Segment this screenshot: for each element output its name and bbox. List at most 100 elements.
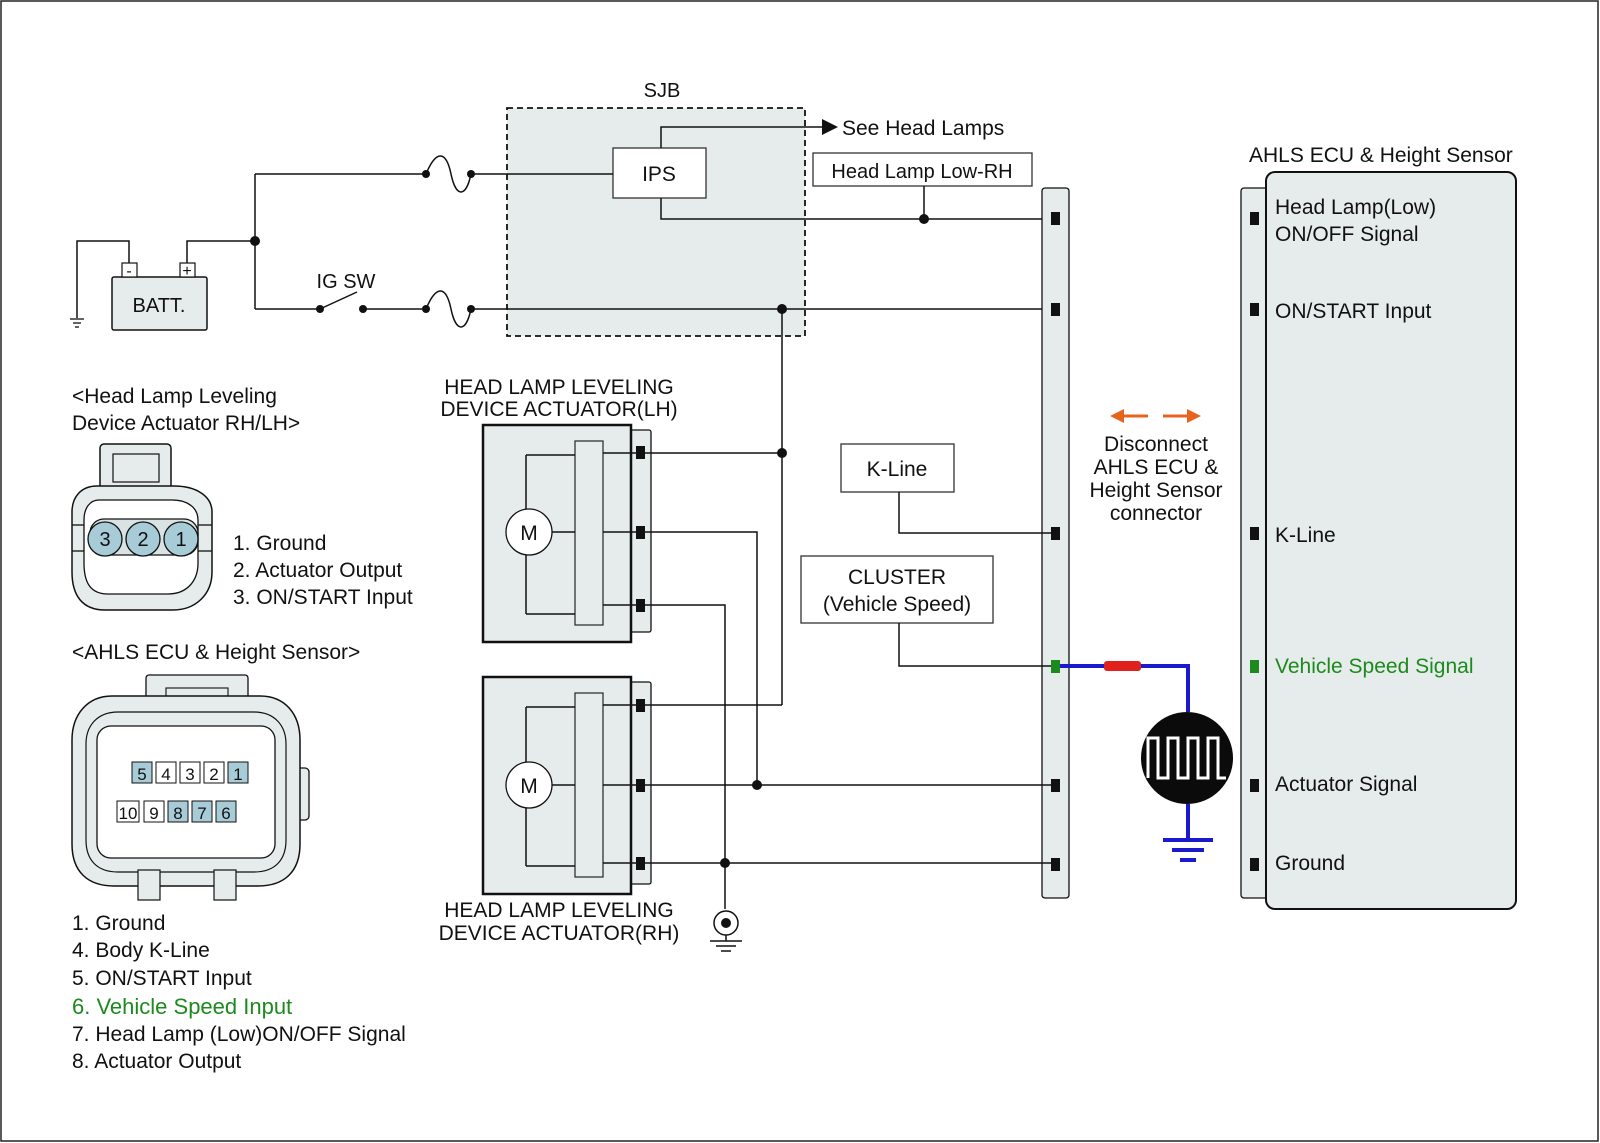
battery-ground-icon <box>70 318 84 328</box>
actuator-connector-pin: 1 <box>175 529 186 551</box>
ecu-connector-pin: 6 <box>221 804 230 823</box>
battery-minus-label: - <box>126 263 131 280</box>
ecu-pin-head-lamp-line2: ON/OFF Signal <box>1275 223 1419 246</box>
ecu-pin-k-line: K-Line <box>1275 524 1336 547</box>
vehicle-speed-wire <box>898 623 1051 667</box>
actuator-connector-pin: 2 <box>137 529 148 551</box>
head-lamp-low-rh-box <box>812 152 1033 187</box>
harness-terminal-head-lamp <box>1051 212 1060 225</box>
actuator-rh-terminal-2 <box>636 779 645 792</box>
actuator-rh-terminal-3 <box>636 699 645 712</box>
fuse1-icon <box>425 155 472 193</box>
fuse2-icon <box>425 290 472 328</box>
ecu-terminal-on-start <box>1250 303 1259 316</box>
ecu-title: AHLS ECU & Height Sensor <box>1249 144 1513 167</box>
actuator-lh-terminal-2 <box>636 526 645 539</box>
ecu-connector-legend-item: 4. Body K-Line <box>72 939 210 962</box>
ips-to-head-lamps-wire <box>660 126 822 148</box>
disconnect-note-line3: Height Sensor <box>1089 479 1222 502</box>
actuator-connector-face <box>71 443 213 611</box>
actuator-lh-ground-wire <box>645 604 726 863</box>
battery-plus-label: + <box>182 263 191 280</box>
actuator-lh-output-wire <box>645 531 758 785</box>
ecu-connector-pin: 4 <box>161 765 170 784</box>
probe-red-connector <box>1104 661 1141 671</box>
head-lamp-low-rh-label: Head Lamp Low-RH <box>831 161 1012 183</box>
actuator-rh-title-line2: DEVICE ACTUATOR(RH) <box>439 922 680 945</box>
k-line-box-label: K-Line <box>867 458 928 481</box>
junction-dot <box>752 780 762 790</box>
ecu-body <box>1265 171 1517 910</box>
probe-ground-icon <box>1163 838 1213 862</box>
battery-negative-wire <box>76 240 130 318</box>
actuator-lh-title-line2: DEVICE ACTUATOR(LH) <box>440 398 677 421</box>
disconnect-note-line2: AHLS ECU & <box>1094 456 1219 479</box>
actuator-rh-terminal-block <box>574 692 604 878</box>
actuator-rh-motor-label: M <box>520 775 538 798</box>
ecu-pin-vehicle-speed: Vehicle Speed Signal <box>1275 655 1474 678</box>
actuator-connector-legend-item: 1. Ground <box>233 532 326 555</box>
cluster-box <box>800 555 994 624</box>
actuator-lh-motor-label: M <box>520 522 538 545</box>
ecu-connector-legend-item: 6. Vehicle Speed Input <box>72 994 292 1019</box>
ecu-pin-head-lamp-line1: Head Lamp(Low) <box>1275 196 1436 219</box>
actuator-lh-title-line1: HEAD LAMP LEVELING <box>444 376 674 399</box>
disconnect-arrows-icon <box>1110 409 1201 423</box>
ecu-pin-actuator: Actuator Signal <box>1275 773 1417 796</box>
disconnect-note-line4: connector <box>1110 502 1202 525</box>
junction-dot <box>250 236 260 246</box>
actuator-connector-title-line2: Device Actuator RH/LH> <box>72 412 300 435</box>
junction-dot <box>777 448 787 458</box>
k-line-box <box>840 443 955 493</box>
junction-dot <box>919 214 929 224</box>
ecu-connector-pin: 1 <box>233 765 242 784</box>
ecu-connector-pin: 10 <box>119 804 138 823</box>
probe-wire <box>1060 664 1190 712</box>
ecu-terminal-head-lamp <box>1250 212 1259 225</box>
actuator-lh-body <box>481 423 633 644</box>
battery-label: BATT. <box>133 295 186 317</box>
ig-sw-label: IG SW <box>317 271 376 293</box>
actuator-connector-legend-item: 2. Actuator Output <box>233 559 402 582</box>
ecu-terminal-ground <box>1250 858 1259 871</box>
disconnect-note-line1: Disconnect <box>1104 433 1208 456</box>
ecu-connector-pin: 5 <box>137 765 146 784</box>
see-head-lamps-label: See Head Lamps <box>842 117 1004 140</box>
ecu-terminal-k-line <box>1250 527 1259 540</box>
ecu-terminal-actuator <box>1250 779 1259 792</box>
actuator-rh-motor-icon <box>505 761 553 809</box>
ecu-connector-legend-item: 7. Head Lamp (Low)ON/OFF Signal <box>72 1023 406 1046</box>
actuator-rh-title-line1: HEAD LAMP LEVELING <box>444 899 674 922</box>
square-wave-signal-icon <box>1141 712 1233 804</box>
ecu-connector-legend-item: 8. Actuator Output <box>72 1050 241 1073</box>
ips-box <box>612 147 707 199</box>
ecu-connector-legend-item: 5. ON/START Input <box>72 967 252 990</box>
chassis-ground-icon <box>710 910 742 952</box>
cluster-box-line1: CLUSTER <box>848 566 946 589</box>
ecu-connector-pin: 7 <box>197 804 206 823</box>
k-line-wire <box>898 492 1055 534</box>
actuator-lh-terminal-block <box>574 440 604 626</box>
battery <box>111 276 208 331</box>
sjb-label: SJB <box>644 80 681 102</box>
ips-label: IPS <box>642 163 676 186</box>
actuator-lh-terminal-3 <box>636 446 645 459</box>
ecu-terminal-vehicle-speed <box>1250 660 1259 673</box>
harness-terminal-k-line <box>1051 527 1060 540</box>
harness-terminal-actuator <box>1051 779 1060 792</box>
cluster-box-line2: (Vehicle Speed) <box>823 593 971 616</box>
actuator-rh-terminal-1 <box>636 857 645 870</box>
ecu-connector-face <box>71 674 310 901</box>
see-head-lamps-arrow <box>822 119 838 135</box>
actuator-connector-title-line1: <Head Lamp Leveling <box>72 385 277 408</box>
harness-connector <box>1041 187 1070 899</box>
actuator-connector-legend-item: 3. ON/START Input <box>233 586 413 609</box>
ecu-connector-pin: 3 <box>185 765 194 784</box>
ecu-pin-on-start: ON/START Input <box>1275 300 1432 323</box>
ecu-connector-pin: 2 <box>209 765 218 784</box>
harness-terminal-ground <box>1051 858 1060 871</box>
ecu-connector-pin: 8 <box>173 804 182 823</box>
harness-terminal-on-start <box>1051 303 1060 316</box>
ecu-connector-pin: 9 <box>149 804 158 823</box>
